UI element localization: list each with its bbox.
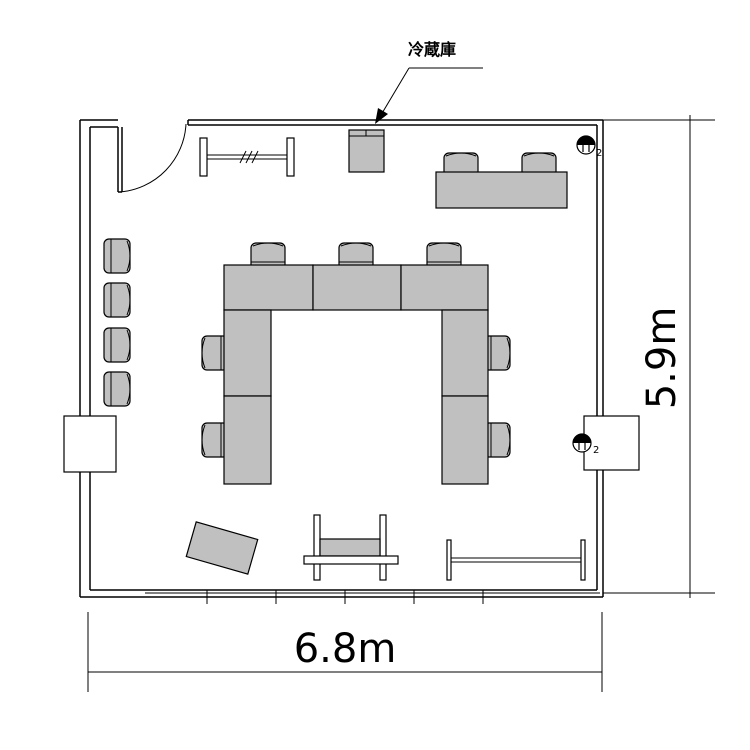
outlet-count-right: 2	[593, 445, 599, 456]
chair-icon	[103, 282, 131, 318]
dimension-width: 6.8m	[87, 612, 603, 692]
depth-dimension-label: 5.9m	[639, 307, 685, 410]
refrigerator	[348, 129, 385, 173]
left-wall-chairs	[103, 238, 131, 407]
chair-icon	[103, 371, 131, 407]
outlet-icon: 2	[576, 135, 602, 159]
chair-icon	[103, 238, 131, 274]
desk-top-right	[435, 152, 568, 209]
outlet-icon: 2	[572, 433, 599, 456]
dimension-depth: 5.9m	[603, 115, 715, 598]
bench	[303, 514, 399, 581]
side-table-angled	[185, 521, 259, 575]
width-dimension-label: 6.8m	[294, 626, 397, 672]
room-walls	[79, 119, 604, 604]
meeting-table	[223, 264, 489, 485]
coat-rack	[199, 137, 295, 177]
door-icon	[117, 123, 187, 193]
chair-icon	[103, 327, 131, 363]
refrigerator-label: 冷蔵庫	[408, 40, 456, 59]
right-pillar	[583, 415, 640, 471]
outlet-count-top: 2	[596, 148, 602, 159]
low-shelf	[446, 539, 586, 581]
left-pillar	[63, 415, 117, 473]
refrigerator-callout: 冷蔵庫	[375, 40, 483, 124]
